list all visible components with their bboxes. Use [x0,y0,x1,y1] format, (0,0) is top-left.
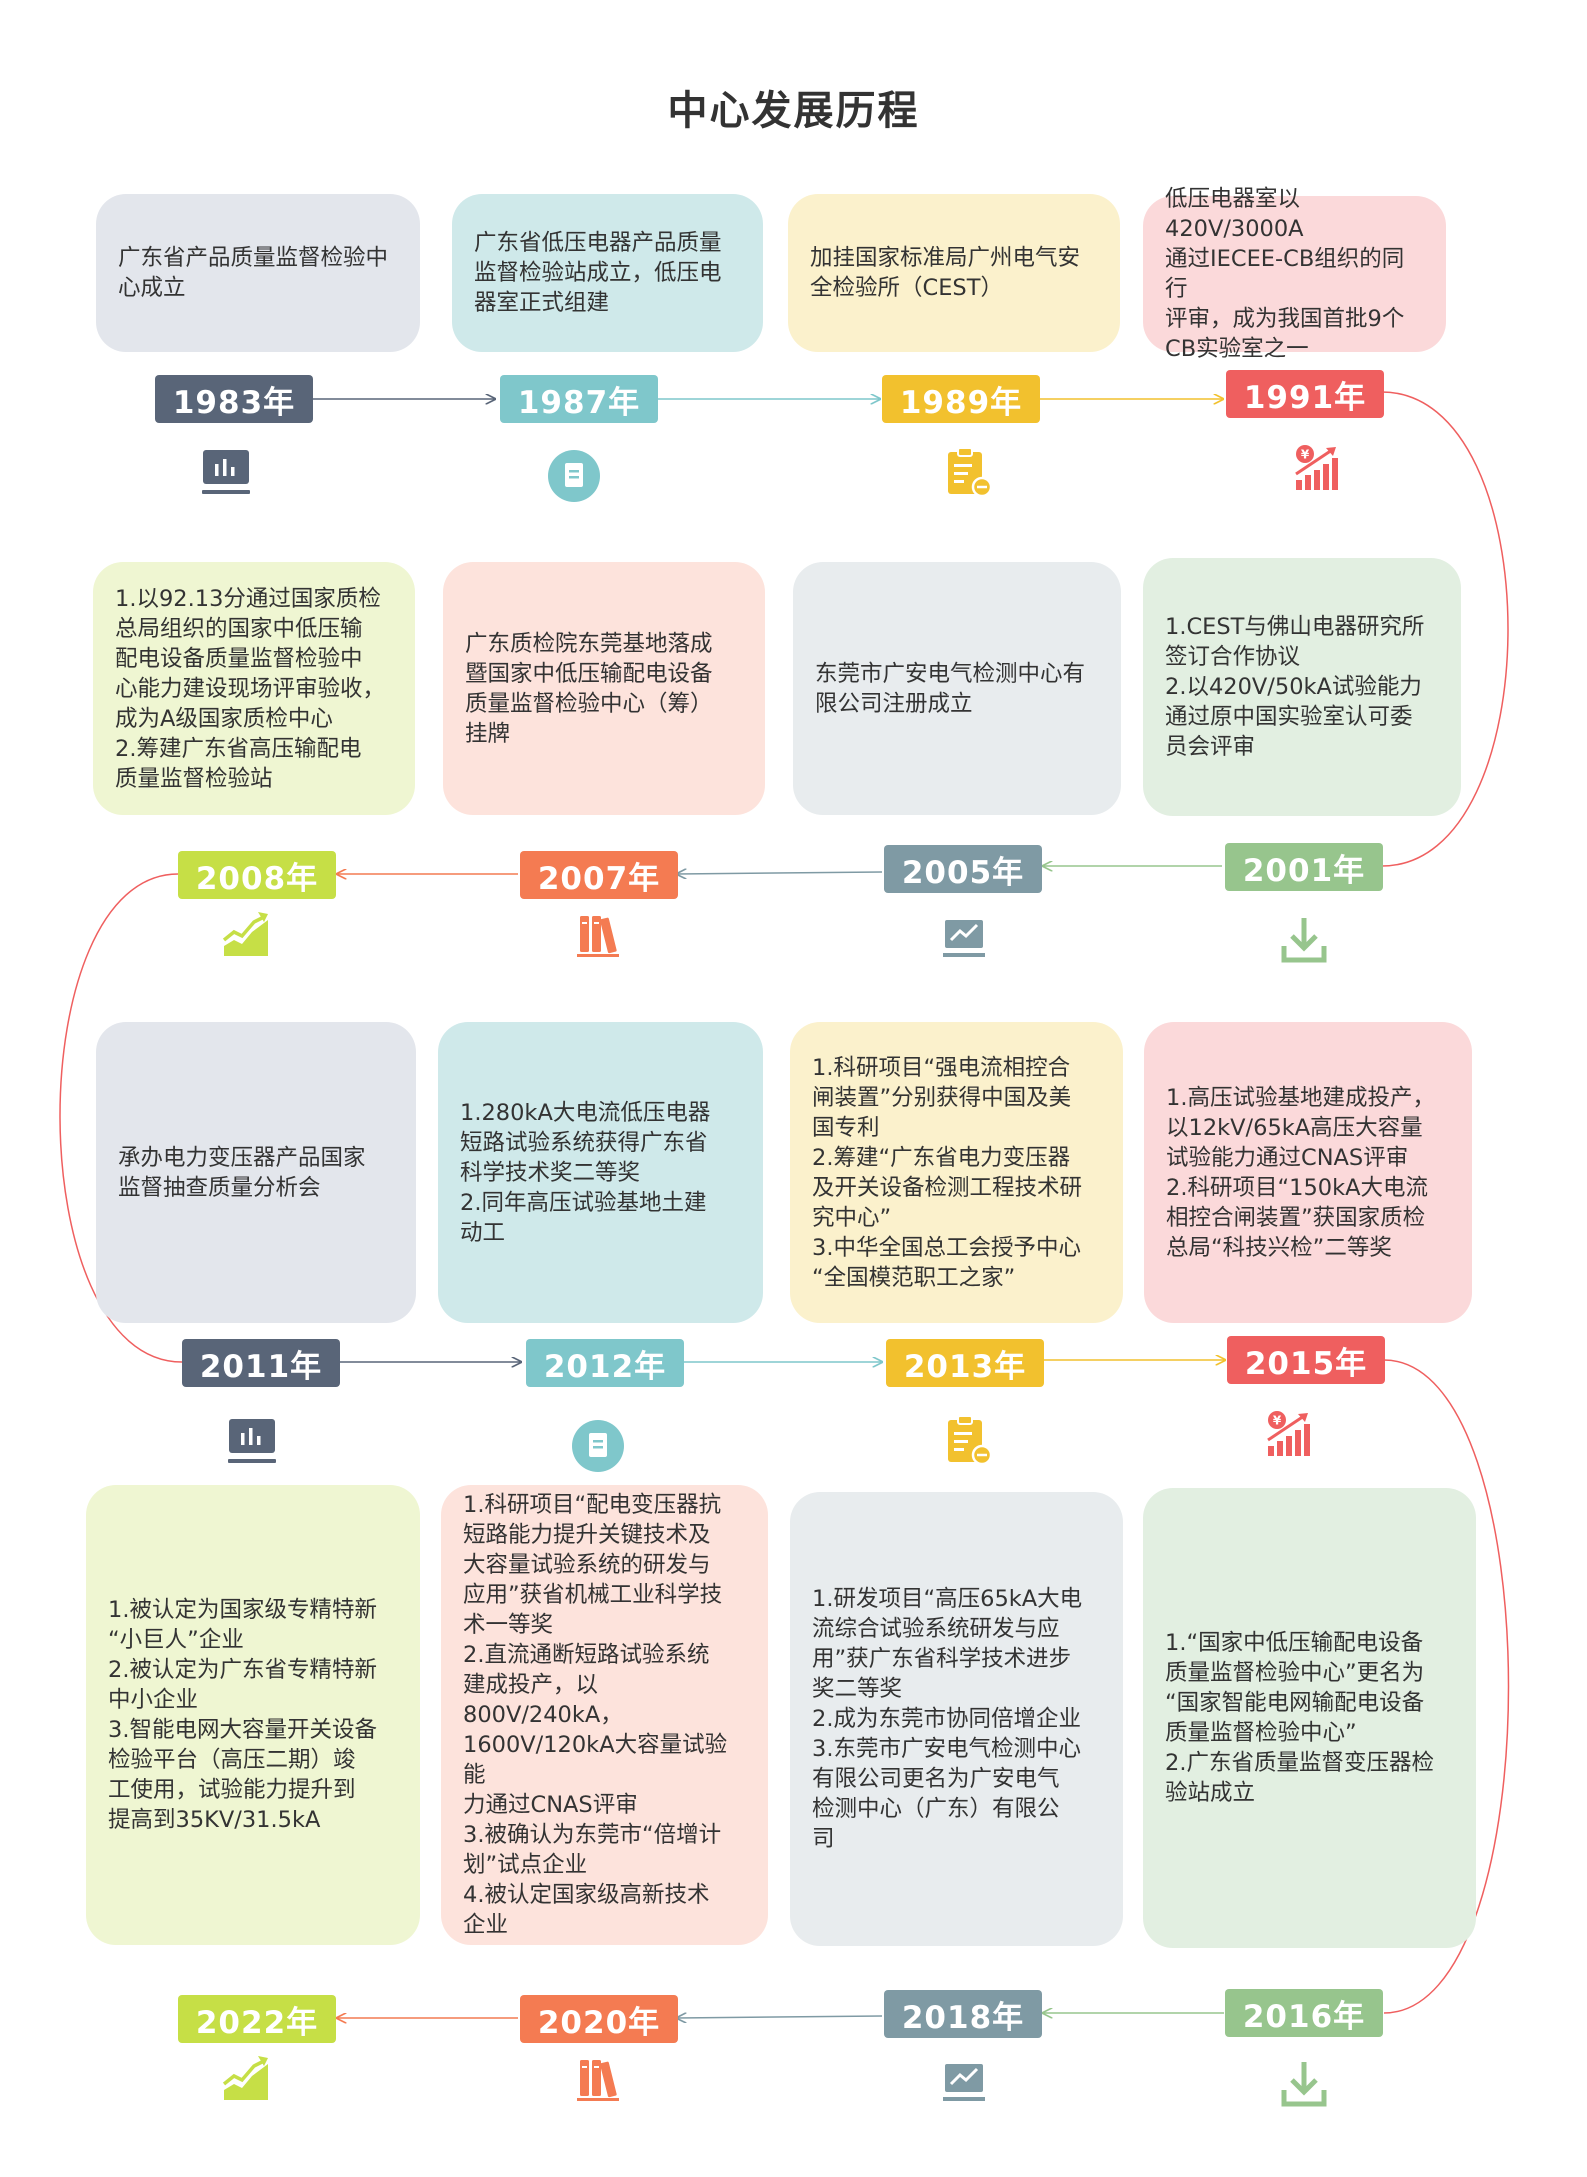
milestone-card-2011: 承办电力变压器产品国家 监督抽查质量分析会 [96,1022,416,1323]
milestone-text: 东莞市广安电气检测中心有 限公司注册成立 [815,660,1086,717]
clipboard-icon [940,1412,996,1468]
year-badge-2005: 2005年 [884,845,1042,893]
presentation-chart-icon [198,444,254,500]
milestone-card-2016: 1.“国家中低压输配电设备 质量监督检验中心”更名为 “国家智能电网输配电设备 … [1143,1488,1476,1948]
presentation-chart-icon [224,1413,280,1469]
milestone-card-1983: 广东省产品质量监督检验中 心成立 [96,194,420,352]
milestone-text: 1.“国家中低压输配电设备 质量监督检验中心”更名为 “国家智能电网输配电设备 … [1165,1630,1434,1806]
year-badge-2007: 2007年 [520,851,678,899]
document-circle-icon [570,1418,626,1474]
milestone-card-1989: 加挂国家标准局广州电气安 全检验所（CEST） [788,194,1120,352]
year-badge-1989: 1989年 [882,375,1040,423]
growth-chart-icon [218,906,274,962]
year-badge-2015: 2015年 [1227,1336,1385,1384]
milestone-text: 1.研发项目“高压65kA大电 流综合试验系统研发与应 用”获广东省科学技术进步… [812,1586,1083,1852]
books-icon [570,2050,626,2106]
milestone-card-2007: 广东质检院东莞基地落成 暨国家中低压输配电设备 质量监督检验中心（筹） 挂牌 [443,562,765,815]
page-title: 中心发展历程 [667,88,920,134]
year-badge-2008: 2008年 [178,851,336,899]
milestone-text: 1.以92.13分通过国家质检 总局组织的国家中低压输 配电设备质量监督检验中 … [115,585,386,792]
document-circle-icon [546,448,602,504]
milestone-text: 广东质检院东莞基地落成 暨国家中低压输配电设备 质量监督检验中心（筹） 挂牌 [465,630,713,747]
curve-2008-2011 [59,873,183,1363]
year-badge-2016: 2016年 [1225,1989,1383,2037]
clipboard-icon [940,444,996,500]
year-badge-2022: 2022年 [178,1995,336,2043]
growth-chart-icon [218,2050,274,2106]
milestone-card-2020: 1.科研项目“配电变压器抗 短路能力提升关键技术及 大容量试验系统的研发与 应用… [441,1485,768,1945]
trend-monitor-icon [936,2052,992,2108]
svg-text:¥: ¥ [1273,1414,1282,1428]
milestone-card-2008: 1.以92.13分通过国家质检 总局组织的国家中低压输 配电设备质量监督检验中 … [93,562,415,815]
year-badge-2018: 2018年 [884,1990,1042,2038]
yen-growth-chart-icon: ¥ [1262,1406,1318,1462]
milestone-card-2022: 1.被认定为国家级专精特新 “小巨人”企业 2.被认定为广东省专精特新 中小企业… [86,1485,420,1945]
yen-growth-chart-icon: ¥ [1290,440,1346,496]
milestone-text: 1.高压试验基地建成投产， 以12kV/65kA高压大容量 试验能力通过CNAS… [1166,1084,1435,1261]
year-badge-2012: 2012年 [526,1339,684,1387]
milestone-text: 1.科研项目“强电流相控合 闸装置”分别获得中国及美 国专利 2.筹建“广东省电… [812,1054,1083,1291]
milestone-card-2005: 东莞市广安电气检测中心有 限公司注册成立 [793,562,1121,815]
year-badge-2001: 2001年 [1225,843,1383,891]
arrow-2005-2007 [677,872,883,874]
milestone-text: 广东省低压电器产品质量 监督检验站成立，低压电 器室正式组建 [474,230,722,316]
download-icon [1276,2056,1332,2112]
year-badge-2020: 2020年 [520,1995,678,2043]
milestone-text: 1.被认定为国家级专精特新 “小巨人”企业 2.被认定为广东省专精特新 中小企业… [108,1597,377,1833]
milestone-card-1987: 广东省低压电器产品质量 监督检验站成立，低压电 器室正式组建 [452,194,763,352]
download-icon [1276,912,1332,968]
year-badge-2013: 2013年 [886,1339,1044,1387]
milestone-text: 低压电器室以420V/3000A 通过IECEE-CB组织的同行 评审，成为我国… [1165,186,1405,362]
trend-monitor-icon [936,908,992,964]
milestone-text: 广东省产品质量监督检验中 心成立 [118,245,389,301]
svg-text:¥: ¥ [1301,448,1310,462]
books-icon [570,906,626,962]
milestone-text: 加挂国家标准局广州电气安 全检验所（CEST） [810,245,1081,301]
year-badge-1983: 1983年 [155,375,313,423]
milestone-card-2001: 1.CEST与佛山电器研究所 签订合作协议 2.以420V/50kA试验能力 通… [1143,558,1461,816]
year-badge-1991: 1991年 [1226,370,1384,418]
milestone-card-1991: 低压电器室以420V/3000A 通过IECEE-CB组织的同行 评审，成为我国… [1143,186,1446,362]
milestone-text: 1.科研项目“配电变压器抗 短路能力提升关键技术及 大容量试验系统的研发与 应用… [463,1492,728,1938]
milestone-text: 1.280kA大电流低压电器 短路试验系统获得广东省 科学技术奖二等奖 2.同年… [460,1099,711,1246]
milestone-text: 1.CEST与佛山电器研究所 签订合作协议 2.以420V/50kA试验能力 通… [1165,614,1425,760]
milestone-card-2018: 1.研发项目“高压65kA大电 流综合试验系统研发与应 用”获广东省科学技术进步… [790,1492,1123,1946]
curve-1991-2001 [1381,391,1509,867]
milestone-text: 承办电力变压器产品国家 监督抽查质量分析会 [118,1144,366,1201]
arrow-2018-2020 [677,2016,883,2018]
milestone-card-2012: 1.280kA大电流低压电器 短路试验系统获得广东省 科学技术奖二等奖 2.同年… [438,1022,763,1323]
curve-2015-2016 [1383,1359,1510,2014]
milestone-card-2015: 1.高压试验基地建成投产， 以12kV/65kA高压大容量 试验能力通过CNAS… [1144,1022,1472,1323]
milestone-card-2013: 1.科研项目“强电流相控合 闸装置”分别获得中国及美 国专利 2.筹建“广东省电… [790,1022,1123,1323]
year-badge-1987: 1987年 [500,375,658,423]
year-badge-2011: 2011年 [182,1339,340,1387]
